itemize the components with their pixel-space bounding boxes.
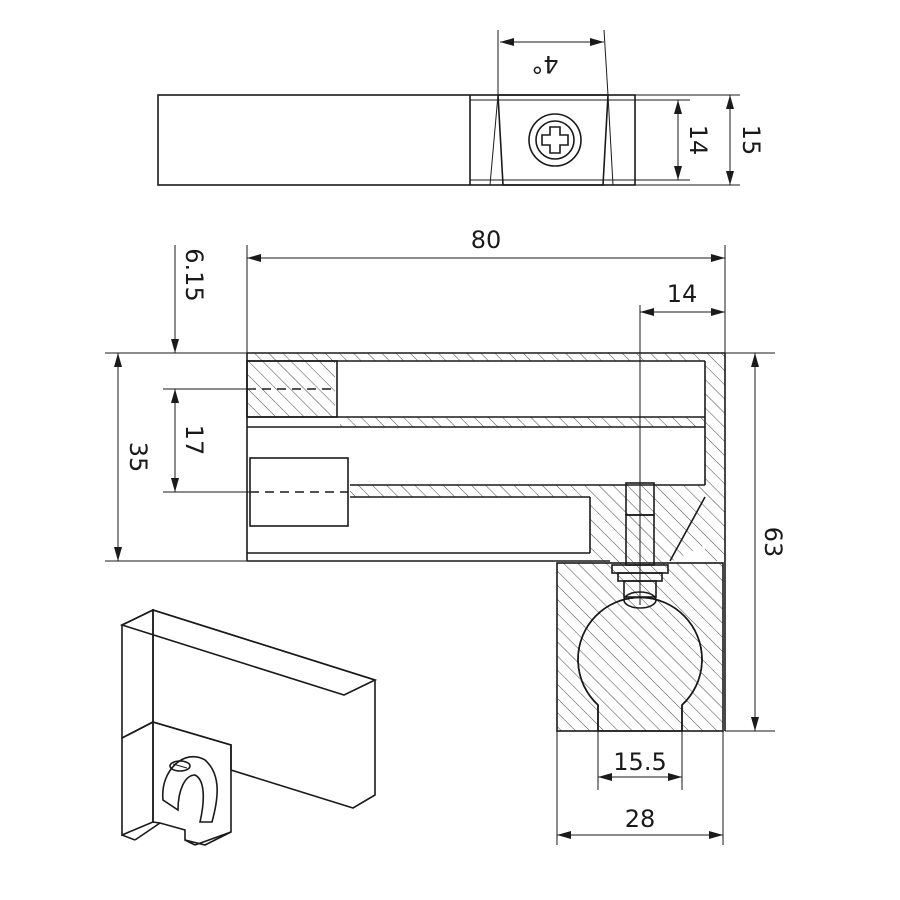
- iso-clamp-opening: [162, 755, 218, 823]
- dim-overall-length: 80: [246, 226, 726, 353]
- dim-holder-width: 28: [556, 731, 724, 845]
- dim-total-height-label: 63: [759, 527, 787, 558]
- dim-top-inner-height: 14: [635, 99, 712, 181]
- top-view-clamp: [497, 94, 609, 186]
- dim-top-outer-height: 15: [635, 94, 765, 186]
- dim-top-inner-height-label: 14: [684, 125, 712, 156]
- dim-slot-width-label: 14: [667, 280, 698, 308]
- dim-opening-width: 15.5: [597, 731, 683, 790]
- screw-head-icon: [528, 113, 582, 167]
- iso-top-face: [119, 609, 378, 696]
- dim-holder-width-label: 28: [625, 805, 656, 833]
- dim-top-offset: 6.15: [163, 245, 247, 420]
- dim-opening-width-label: 15.5: [613, 748, 666, 776]
- iso-clamp-left: [121, 720, 154, 837]
- dim-body-height: 35: [105, 352, 247, 562]
- dim-top-outer-height-label: 15: [737, 125, 765, 156]
- dim-body-height-label: 35: [124, 442, 152, 473]
- top-view-bar: [157, 94, 636, 186]
- dim-top-angle: 4°: [497, 29, 609, 96]
- dim-slot-width: 14: [640, 280, 726, 353]
- dim-top-angle-label: 4°: [531, 50, 558, 78]
- dim-overall-length-label: 80: [471, 226, 502, 254]
- dim-hole-spacing-label: 17: [180, 425, 208, 456]
- top-view: 4° 14 15: [157, 29, 765, 186]
- iso-screw-icon: [169, 760, 191, 772]
- isometric-view: [119, 608, 378, 846]
- section-outline: [246, 352, 726, 732]
- section-view: 80 14 6.15 17: [105, 226, 787, 845]
- dim-top-offset-label: 6.15: [180, 248, 208, 301]
- dim-total-height: 63: [725, 352, 787, 732]
- dim-hole-spacing: 17: [163, 389, 250, 493]
